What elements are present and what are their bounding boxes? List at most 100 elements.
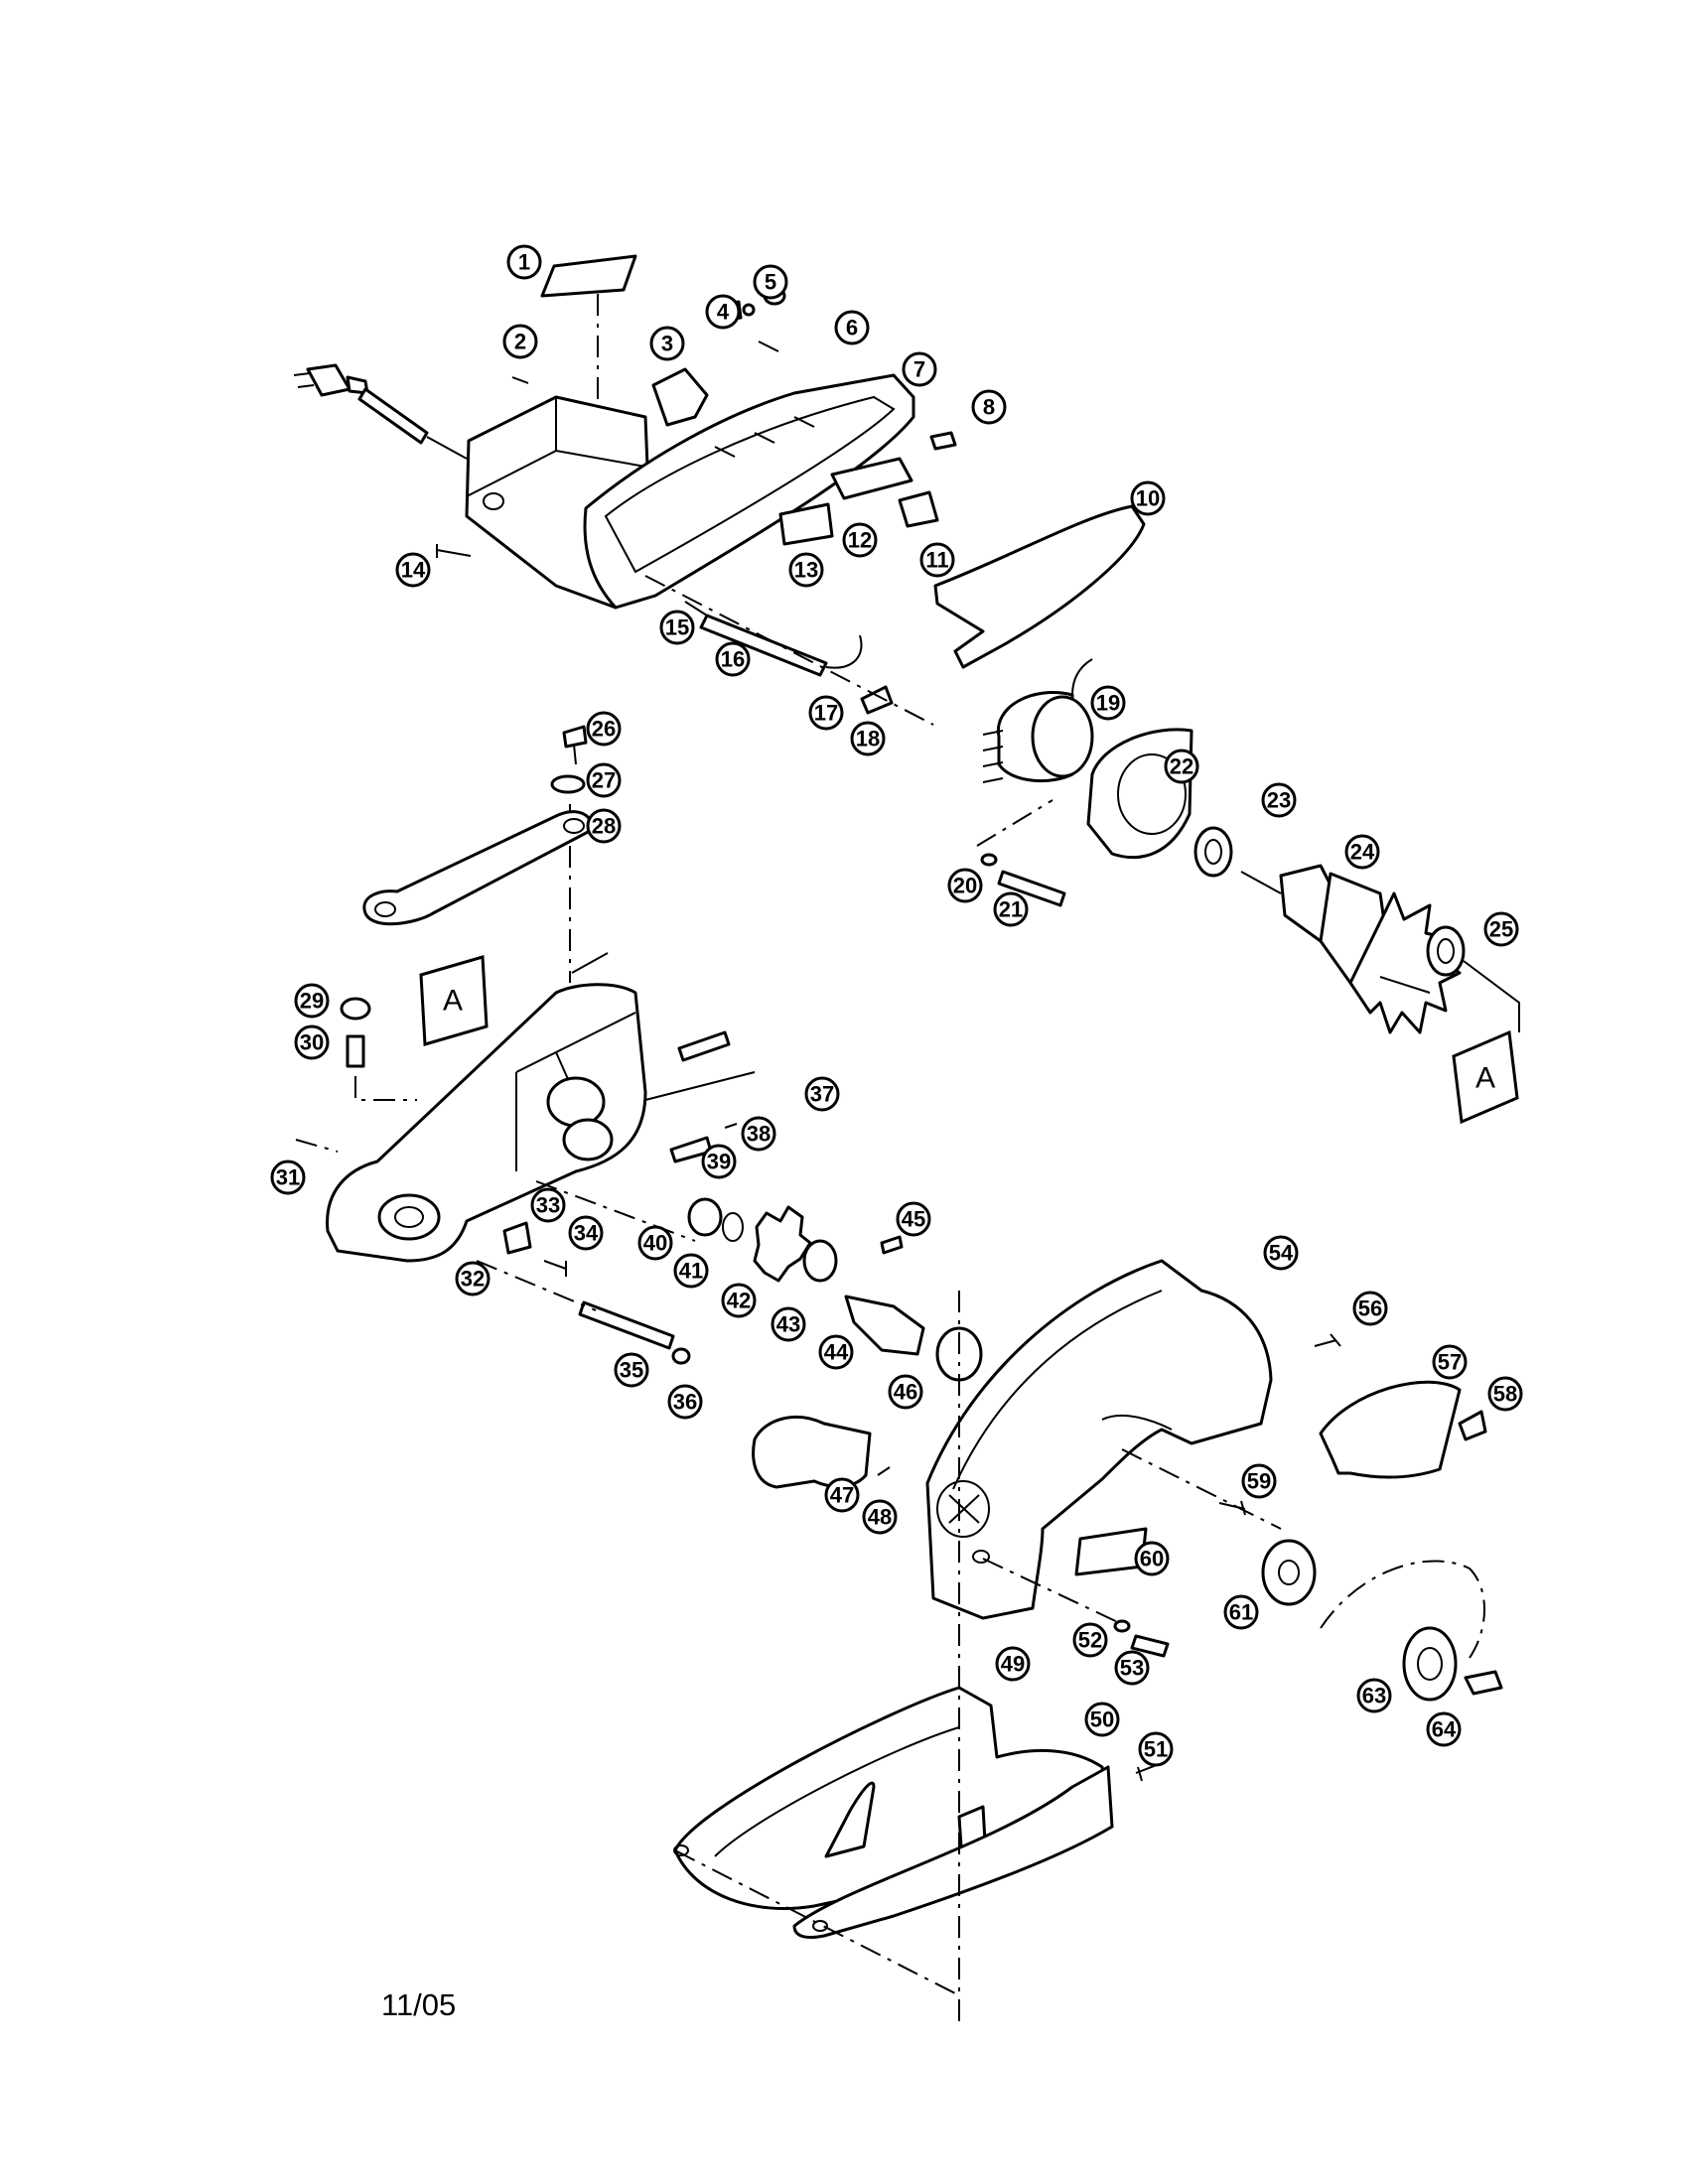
callout-26: 26 xyxy=(586,711,622,747)
svg-text:34: 34 xyxy=(574,1221,599,1246)
svg-text:43: 43 xyxy=(776,1312,800,1337)
svg-text:59: 59 xyxy=(1247,1469,1271,1494)
svg-text:64: 64 xyxy=(1432,1717,1457,1742)
svg-text:24: 24 xyxy=(1350,840,1375,865)
dust-elbow xyxy=(752,1416,872,1489)
callout-20: 20 xyxy=(947,868,983,903)
svg-text:42: 42 xyxy=(727,1289,751,1313)
callout-21: 21 xyxy=(993,891,1029,927)
svg-text:35: 35 xyxy=(620,1358,643,1383)
svg-text:18: 18 xyxy=(856,727,880,751)
callout-38: 38 xyxy=(741,1116,776,1152)
gear-housing xyxy=(326,983,647,1263)
svg-text:27: 27 xyxy=(592,768,616,793)
svg-text:7: 7 xyxy=(913,357,925,382)
svg-text:44: 44 xyxy=(824,1340,849,1365)
callout-22: 22 xyxy=(1164,749,1199,784)
svg-text:57: 57 xyxy=(1438,1350,1462,1375)
svg-text:1: 1 xyxy=(518,250,530,275)
callout-52: 52 xyxy=(1072,1622,1108,1658)
saw-blade xyxy=(1320,1560,1485,1659)
callout-54: 54 xyxy=(1263,1235,1299,1271)
svg-text:6: 6 xyxy=(846,316,858,341)
callout-17: 17 xyxy=(808,695,844,731)
svg-text:20: 20 xyxy=(953,874,977,898)
svg-text:25: 25 xyxy=(1489,917,1513,942)
bearing-25 xyxy=(1426,925,1466,977)
callout-28: 28 xyxy=(586,808,622,844)
callout-24: 24 xyxy=(1344,834,1380,870)
reference-mark-right: A xyxy=(1452,1029,1519,1125)
svg-text:41: 41 xyxy=(679,1259,703,1284)
svg-text:50: 50 xyxy=(1090,1707,1114,1732)
callout-53: 53 xyxy=(1114,1650,1150,1686)
svg-text:51: 51 xyxy=(1144,1737,1168,1762)
callout-2: 2 xyxy=(502,324,538,359)
link-arm xyxy=(362,810,594,926)
callout-43: 43 xyxy=(771,1306,806,1342)
callout-44: 44 xyxy=(818,1334,854,1370)
callout-58: 58 xyxy=(1487,1376,1523,1412)
callout-49: 49 xyxy=(995,1646,1031,1682)
callouts: 1 2 3 4 5 6 7 8 10 11 12 13 14 15 16 17 … xyxy=(270,244,1523,1767)
callout-11: 11 xyxy=(919,542,955,578)
svg-text:33: 33 xyxy=(536,1193,560,1218)
flange-63 xyxy=(1402,1626,1458,1702)
svg-text:32: 32 xyxy=(461,1267,485,1292)
lower-blade-guard xyxy=(673,1686,1114,1940)
callout-48: 48 xyxy=(862,1499,898,1535)
spindle xyxy=(844,1295,925,1356)
svg-text:8: 8 xyxy=(983,395,995,420)
svg-text:40: 40 xyxy=(643,1231,667,1256)
svg-text:26: 26 xyxy=(592,717,616,742)
svg-text:31: 31 xyxy=(276,1165,300,1190)
svg-text:28: 28 xyxy=(592,814,616,839)
upper-blade-guard xyxy=(925,1259,1273,1620)
callout-40: 40 xyxy=(637,1225,673,1261)
callout-57: 57 xyxy=(1432,1344,1468,1380)
label-plate xyxy=(540,254,637,298)
svg-text:16: 16 xyxy=(721,647,745,672)
svg-text:60: 60 xyxy=(1140,1547,1164,1571)
svg-text:49: 49 xyxy=(1001,1652,1025,1677)
svg-text:21: 21 xyxy=(999,897,1023,922)
callout-56: 56 xyxy=(1352,1291,1388,1326)
svg-text:39: 39 xyxy=(707,1150,731,1174)
wire-tube xyxy=(699,614,828,677)
svg-text:5: 5 xyxy=(765,270,776,295)
callout-45: 45 xyxy=(896,1201,931,1237)
callout-30: 30 xyxy=(294,1024,330,1060)
callout-35: 35 xyxy=(614,1352,649,1388)
footer-date: 11/05 xyxy=(381,1987,457,2022)
capacitor xyxy=(651,367,709,427)
callout-23: 23 xyxy=(1261,782,1297,818)
callout-50: 50 xyxy=(1084,1702,1120,1737)
callout-31: 31 xyxy=(270,1160,306,1195)
reference-mark-text: A xyxy=(443,985,463,1018)
callout-46: 46 xyxy=(888,1374,923,1410)
callout-25: 25 xyxy=(1483,911,1519,947)
callout-51: 51 xyxy=(1138,1731,1174,1767)
svg-text:45: 45 xyxy=(902,1207,925,1232)
svg-text:38: 38 xyxy=(747,1122,771,1147)
callout-7: 7 xyxy=(902,351,937,387)
callout-8: 8 xyxy=(971,389,1007,425)
part-drawings xyxy=(293,254,1520,2025)
baffle xyxy=(1086,728,1193,860)
label-60 xyxy=(1074,1527,1148,1576)
callout-19: 19 xyxy=(1090,685,1126,721)
guard-cover xyxy=(1319,1380,1462,1479)
callout-6: 6 xyxy=(834,310,870,345)
svg-text:12: 12 xyxy=(848,528,872,553)
callout-42: 42 xyxy=(721,1283,757,1318)
reference-mark-left: A xyxy=(419,955,489,1046)
callout-29: 29 xyxy=(294,983,330,1019)
svg-text:2: 2 xyxy=(514,330,526,354)
svg-text:17: 17 xyxy=(814,701,838,726)
svg-text:30: 30 xyxy=(300,1030,324,1055)
svg-text:54: 54 xyxy=(1269,1241,1294,1266)
callout-34: 34 xyxy=(568,1215,604,1251)
callout-1: 1 xyxy=(506,244,542,280)
svg-text:61: 61 xyxy=(1229,1600,1253,1625)
callout-27: 27 xyxy=(586,762,622,798)
